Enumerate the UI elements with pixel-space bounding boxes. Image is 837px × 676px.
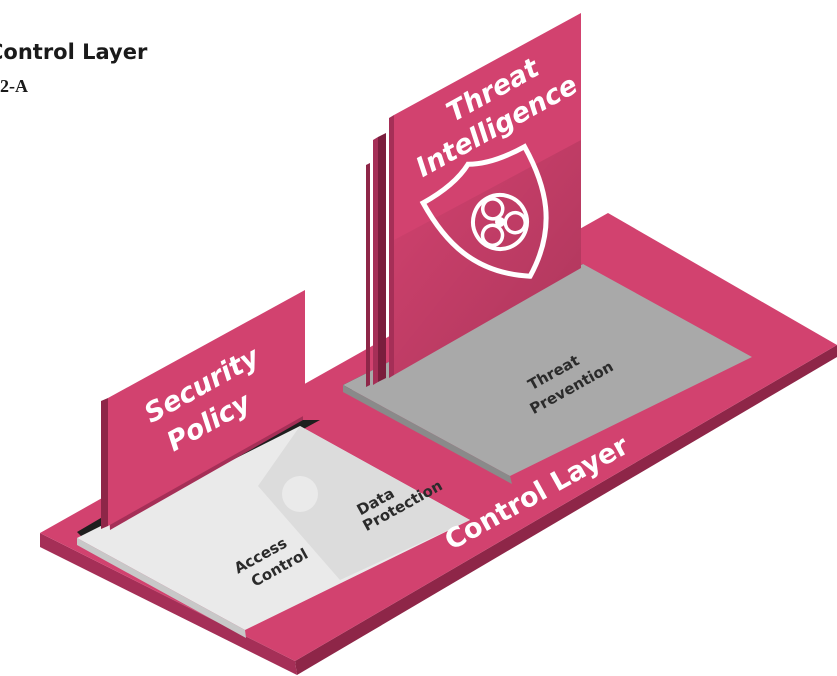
access-data-area (77, 420, 470, 638)
threat-prevention-tile (343, 264, 752, 476)
security-policy-face (108, 290, 305, 526)
face-shading (394, 140, 581, 375)
data-protection-tile (258, 426, 470, 580)
threat-intelligence-stack (366, 13, 581, 387)
stack-sheet-2-edge (378, 133, 386, 382)
security-policy-panel (101, 290, 305, 530)
stack-sheet-3 (366, 163, 370, 387)
biohazard-shield-icon (419, 143, 549, 279)
threat-prevention-tile-edge (343, 385, 512, 484)
puzzle-knob (282, 476, 318, 512)
panel-edge (101, 398, 108, 529)
page-subtitle: 2-A (0, 76, 28, 96)
access-tile-edge (77, 538, 246, 638)
stack-sheet-2 (373, 137, 378, 385)
stack-sheet-1-edge (389, 115, 394, 378)
platform-front-edge (295, 345, 837, 675)
page-title: Control Layer (0, 40, 148, 64)
platform-left-edge (40, 533, 297, 675)
